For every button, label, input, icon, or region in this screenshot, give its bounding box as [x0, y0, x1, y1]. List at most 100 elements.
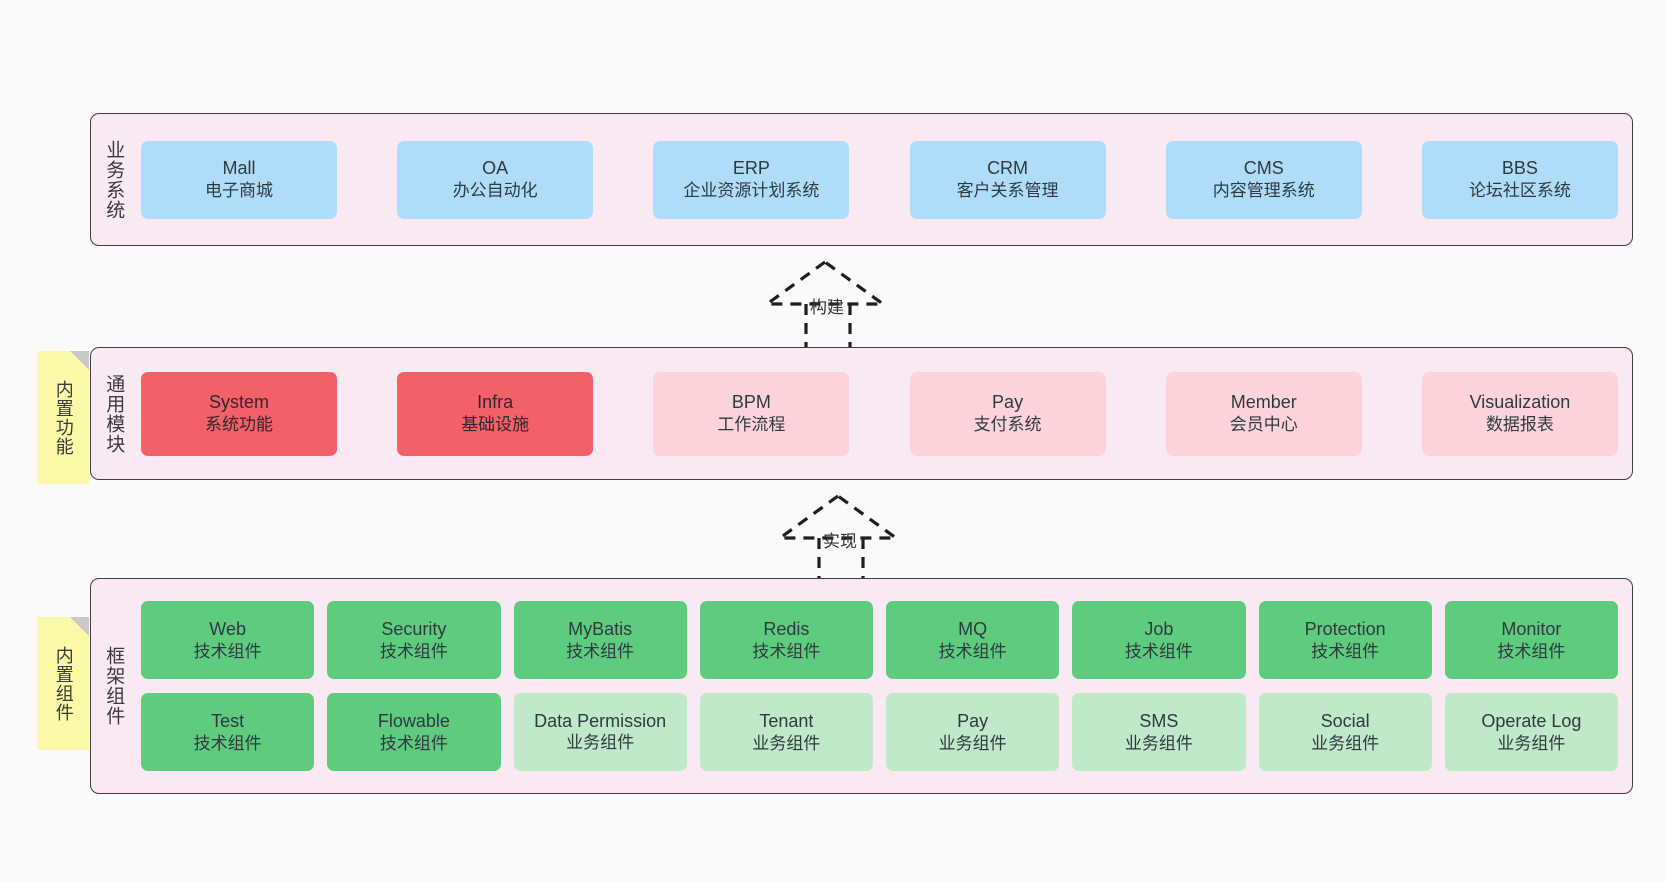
card-social[interactable]: Social 业务组件	[1258, 693, 1432, 771]
card-bbs-subtitle: 论坛社区系统	[1468, 181, 1571, 201]
card-cms[interactable]: CMS 内容管理系统	[1165, 140, 1362, 219]
layer-business-system-items: Mall 电子商城 OA 办公自动化 ERP 企业资源计划系统 CRM 客户关系…	[135, 114, 1632, 245]
card-cms-subtitle: 内容管理系统	[1212, 181, 1315, 201]
card-data-permission-title: Data Permission	[534, 710, 667, 731]
card-sms-title: SMS	[1139, 710, 1179, 731]
note-builtin-component-label: 内置组件	[53, 645, 74, 722]
card-crm-title: CRM	[987, 158, 1029, 179]
card-job-subtitle: 技术组件	[1124, 641, 1193, 661]
card-protection-subtitle: 技术组件	[1311, 641, 1380, 661]
card-redis[interactable]: Redis 技术组件	[699, 601, 873, 679]
card-operate-log-title: Operate Log	[1481, 710, 1582, 731]
card-system-subtitle: 系统功能	[205, 415, 273, 435]
card-pay-module-subtitle: 支付系统	[973, 415, 1042, 435]
note-fold-corner-icon	[70, 617, 89, 636]
card-protection[interactable]: Protection 技术组件	[1258, 601, 1432, 679]
card-mq[interactable]: MQ 技术组件	[886, 601, 1060, 679]
connector-implement-label: 实现	[823, 532, 857, 551]
card-pay-component[interactable]: Pay 业务组件	[886, 693, 1060, 771]
card-job-title: Job	[1144, 618, 1174, 639]
framework-row-business: Test 技术组件 Flowable 技术组件 Data Permission …	[141, 693, 1618, 771]
card-sms-subtitle: 业务组件	[1124, 733, 1193, 753]
card-infra-subtitle: 基础设施	[461, 415, 530, 435]
card-crm-subtitle: 客户关系管理	[956, 181, 1059, 201]
connector-build-arrow-icon	[762, 260, 888, 348]
card-member[interactable]: Member 会员中心	[1165, 371, 1362, 456]
card-social-title: Social	[1320, 710, 1370, 731]
card-security-subtitle: 技术组件	[379, 641, 448, 661]
card-operate-log[interactable]: Operate Log 业务组件	[1444, 693, 1618, 771]
layer-common-module-items: System 系统功能 Infra 基础设施 BPM 工作流程 Pay 支付系统…	[135, 348, 1632, 479]
card-pay-component-title: Pay	[957, 710, 989, 731]
card-tenant-title: Tenant	[759, 710, 814, 731]
card-member-subtitle: 会员中心	[1229, 415, 1298, 435]
layer-business-system-label: 业务系统	[103, 139, 125, 220]
card-operate-log-subtitle: 业务组件	[1497, 733, 1566, 753]
card-mq-title: MQ	[958, 618, 988, 639]
card-erp-subtitle: 企业资源计划系统	[683, 181, 820, 201]
card-mall-title: Mall	[222, 158, 256, 179]
card-tenant[interactable]: Tenant 业务组件	[699, 693, 873, 771]
layer-common-module-label: 通用模块	[103, 373, 125, 454]
card-infra-title: Infra	[477, 392, 514, 413]
card-mybatis-subtitle: 技术组件	[566, 641, 635, 661]
card-redis-title: Redis	[763, 618, 810, 639]
card-oa[interactable]: OA 办公自动化	[397, 140, 594, 219]
card-sms[interactable]: SMS 业务组件	[1072, 693, 1246, 771]
card-data-permission[interactable]: Data Permission 业务组件	[513, 693, 687, 771]
connector-build-label: 构建	[810, 298, 844, 317]
card-pay-component-subtitle: 业务组件	[938, 733, 1007, 753]
card-visualization[interactable]: Visualization 数据报表	[1421, 371, 1618, 456]
layer-common-module: 通用模块 System 系统功能 Infra 基础设施 BPM 工作流程 Pay…	[90, 347, 1633, 480]
card-mq-subtitle: 技术组件	[938, 641, 1007, 661]
card-web-subtitle: 技术组件	[193, 641, 262, 661]
card-test-title: Test	[211, 710, 245, 731]
card-security[interactable]: Security 技术组件	[327, 601, 501, 679]
card-redis-subtitle: 技术组件	[752, 641, 821, 661]
card-pay-module-title: Pay	[992, 392, 1024, 413]
connector-implement: 实现	[768, 490, 918, 582]
framework-row-technical: Web 技术组件 Security 技术组件 MyBatis 技术组件 Redi…	[141, 601, 1618, 679]
card-member-title: Member	[1230, 392, 1297, 413]
card-bpm-subtitle: 工作流程	[717, 415, 786, 435]
card-web-title: Web	[209, 618, 246, 639]
card-flowable-title: Flowable	[377, 710, 450, 731]
layer-framework-component-label: 框架组件	[103, 646, 125, 726]
card-job[interactable]: Job 技术组件	[1072, 601, 1246, 679]
card-security-title: Security	[381, 618, 447, 639]
card-web[interactable]: Web 技术组件	[141, 601, 315, 679]
card-cms-title: CMS	[1243, 158, 1284, 179]
card-bpm[interactable]: BPM 工作流程	[653, 371, 850, 456]
card-bbs[interactable]: BBS 论坛社区系统	[1421, 140, 1618, 219]
layer-business-system: 业务系统 Mall 电子商城 OA 办公自动化 ERP 企业资源计划系统 CRM…	[90, 113, 1633, 246]
card-mybatis-title: MyBatis	[568, 618, 633, 639]
card-crm[interactable]: CRM 客户关系管理	[909, 140, 1106, 219]
layer-framework-component: 框架组件 Web 技术组件 Security 技术组件 MyBatis 技术组件…	[90, 578, 1633, 794]
card-test[interactable]: Test 技术组件	[141, 693, 315, 771]
note-builtin-function-label: 内置功能	[53, 379, 74, 456]
card-pay-module[interactable]: Pay 支付系统	[909, 371, 1106, 456]
card-mall[interactable]: Mall 电子商城	[141, 140, 337, 219]
card-system[interactable]: System 系统功能	[141, 371, 337, 456]
card-mall-subtitle: 电子商城	[205, 181, 273, 201]
card-tenant-subtitle: 业务组件	[752, 733, 821, 753]
card-erp-title: ERP	[732, 158, 770, 179]
connector-implement-arrow-icon	[775, 494, 901, 582]
note-builtin-function: 内置功能	[37, 351, 89, 484]
card-system-title: System	[208, 392, 269, 413]
card-infra[interactable]: Infra 基础设施	[397, 371, 594, 456]
card-oa-subtitle: 办公自动化	[452, 181, 538, 201]
card-monitor[interactable]: Monitor 技术组件	[1444, 601, 1618, 679]
card-bpm-title: BPM	[731, 392, 771, 413]
card-bbs-title: BBS	[1501, 158, 1538, 179]
card-flowable-subtitle: 技术组件	[379, 733, 448, 753]
card-mybatis[interactable]: MyBatis 技术组件	[513, 601, 687, 679]
card-monitor-title: Monitor	[1501, 618, 1562, 639]
card-visualization-subtitle: 数据报表	[1485, 415, 1554, 435]
card-monitor-subtitle: 技术组件	[1497, 641, 1566, 661]
card-flowable[interactable]: Flowable 技术组件	[327, 693, 501, 771]
connector-build: 构建	[755, 256, 905, 348]
card-social-subtitle: 业务组件	[1311, 733, 1380, 753]
card-erp[interactable]: ERP 企业资源计划系统	[653, 140, 850, 219]
